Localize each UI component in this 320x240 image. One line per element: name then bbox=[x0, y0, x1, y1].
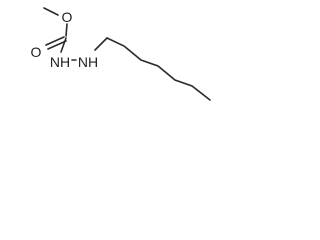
bond-methyl-o bbox=[43, 7, 59, 16]
atom-nh-left: NH bbox=[50, 54, 70, 70]
bond-c-n bbox=[60, 37, 67, 53]
bond-o-carbonyl-c bbox=[65, 23, 68, 37]
heptyl-chain bbox=[106, 37, 211, 101]
molecule-canvas: O O NH NH bbox=[0, 0, 252, 126]
atom-methoxy-o: O bbox=[62, 9, 73, 25]
atom-carbonyl-o: O bbox=[31, 44, 42, 60]
atom-nh-right: NH bbox=[78, 54, 98, 70]
bond-carbonyl-double-b bbox=[47, 40, 67, 50]
skeletal-structure: O O NH NH bbox=[31, 7, 211, 101]
bond-n-chain bbox=[94, 37, 108, 51]
bond-carbonyl-double-a bbox=[45, 36, 65, 46]
